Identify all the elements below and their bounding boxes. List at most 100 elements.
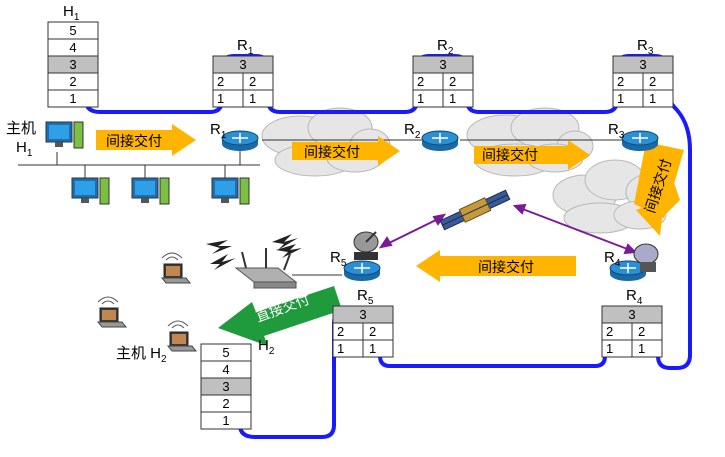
h1-stack-title: H1 [63, 3, 80, 23]
arrow-direct: 直接交付 [218, 286, 342, 346]
h1-layer-3: 3 [47, 55, 99, 74]
wireless-ap-icon [234, 248, 298, 289]
h2-stack-title: H2 [258, 337, 275, 357]
router-layer-cell: 1 [369, 341, 376, 356]
host-h1-stack: H1 5 4 3 2 1 [47, 3, 99, 108]
router-stack-title: R1 [237, 37, 254, 57]
router-layer-cell: 1 [638, 341, 645, 356]
computer-icon [211, 177, 250, 205]
router-layer-cell: 1 [449, 91, 456, 106]
laptop-icon [160, 252, 192, 284]
h1-layer-5: 5 [47, 21, 99, 40]
router-icon-label: R5 [330, 249, 347, 269]
h1-layer-text: 1 [69, 91, 76, 106]
h2-layer-1: 1 [200, 411, 252, 430]
h1-layer-text: 3 [69, 57, 76, 72]
laptops [96, 252, 198, 352]
h2-layer-3: 3 [200, 377, 252, 396]
h2-layer-2: 2 [200, 394, 252, 413]
router-icon-label: R2 [404, 121, 421, 141]
h1-layer-2: 2 [47, 72, 99, 91]
network-links [18, 139, 622, 276]
h2-layer-5: 5 [200, 343, 252, 362]
h1-layer-text: 5 [69, 23, 76, 38]
h2-layer-text: 1 [222, 413, 229, 428]
router-layer-cell: 2 [417, 74, 424, 89]
router-icon-label: R1 [210, 121, 227, 141]
router-layer-cell: 1 [217, 91, 224, 106]
laptop-icon [166, 320, 198, 352]
router-icon-R2: R2 [404, 121, 459, 151]
computer-icon [45, 121, 84, 149]
router-layer-cell: 2 [638, 324, 645, 339]
satellite-icon [439, 189, 511, 231]
h2-layer-text: 5 [222, 345, 229, 360]
router-stack-title: R3 [637, 37, 654, 57]
router-layer-cell: 1 [417, 91, 424, 106]
host-h2-stack: 5 4 3 2 1 H2 [200, 337, 275, 430]
router-layer-cell: 2 [369, 324, 376, 339]
h2-layer-text: 2 [222, 396, 229, 411]
router-layer-cell: 2 [617, 74, 624, 89]
host-h1-name: H1 [16, 139, 33, 159]
h2-layer-text: 3 [222, 379, 229, 394]
lightning-icons [206, 234, 302, 270]
router-icon-R4: R4 [604, 249, 647, 281]
router-layer-cell: 1 [606, 341, 613, 356]
satellite-links [378, 203, 638, 255]
laptop-icon [96, 296, 128, 328]
router-icon-R5: R5 [330, 249, 381, 281]
h1-layer-text: 4 [69, 40, 76, 55]
router-layer-cell: 1 [617, 91, 624, 106]
router-layer-3: 3 [439, 57, 446, 72]
arrow-r1-r2-label: 间接交付 [304, 144, 360, 160]
router-icon-label: R3 [608, 121, 625, 141]
host-h1-word: 主机 [6, 120, 36, 137]
h1-layer-text: 2 [69, 74, 76, 89]
router-layer-cell: 1 [249, 91, 256, 106]
router-icon-label: R4 [604, 249, 621, 269]
satellite-dish-icon-r4 [633, 243, 659, 272]
arrow-h1-r1-label: 间接交付 [106, 133, 162, 149]
arrow-r1-r2: 间接交付 [292, 136, 400, 166]
router-layer-3: 3 [239, 57, 246, 72]
router-stack-title: R4 [626, 287, 643, 307]
h1-layer-4: 4 [47, 38, 99, 57]
router-layer-3: 3 [639, 57, 646, 72]
arrow-r2-r3: 间接交付 [474, 140, 590, 170]
computers [45, 121, 250, 205]
data-path [84, 30, 692, 439]
arrow-r4-r5: 间接交付 [416, 250, 576, 282]
arrow-r3-r4: 间接交付 [634, 142, 684, 236]
h2-layer-4: 4 [200, 360, 252, 379]
router-stack-title: R5 [357, 287, 374, 307]
router-layer-cell: 1 [337, 341, 344, 356]
arrow-r4-r5-label: 间接交付 [478, 259, 534, 275]
satellite-dish-icon-r5 [353, 231, 379, 260]
arrow-h1-r1: 间接交付 [96, 124, 196, 156]
h2-layer-text: 4 [222, 362, 229, 377]
router-layer-cell: 2 [337, 324, 344, 339]
router-layer-cell: 2 [217, 74, 224, 89]
host-h2-label: 主机 H2 [116, 345, 167, 365]
router-layer-cell: 2 [649, 74, 656, 89]
router-layer-cell: 2 [606, 324, 613, 339]
router-layer-3: 3 [359, 307, 366, 322]
router-layer-cell: 2 [449, 74, 456, 89]
router-icon-R1: R1 [210, 121, 259, 151]
router-layer-cell: 1 [649, 91, 656, 106]
arrow-r2-r3-label: 间接交付 [482, 147, 538, 163]
router-stack-title: R2 [437, 37, 454, 57]
computer-icon [71, 177, 110, 205]
router-icon-R3: R3 [608, 121, 659, 151]
host-h1-label: 主机 H1 [6, 120, 36, 159]
router-layer-3: 3 [628, 307, 635, 322]
